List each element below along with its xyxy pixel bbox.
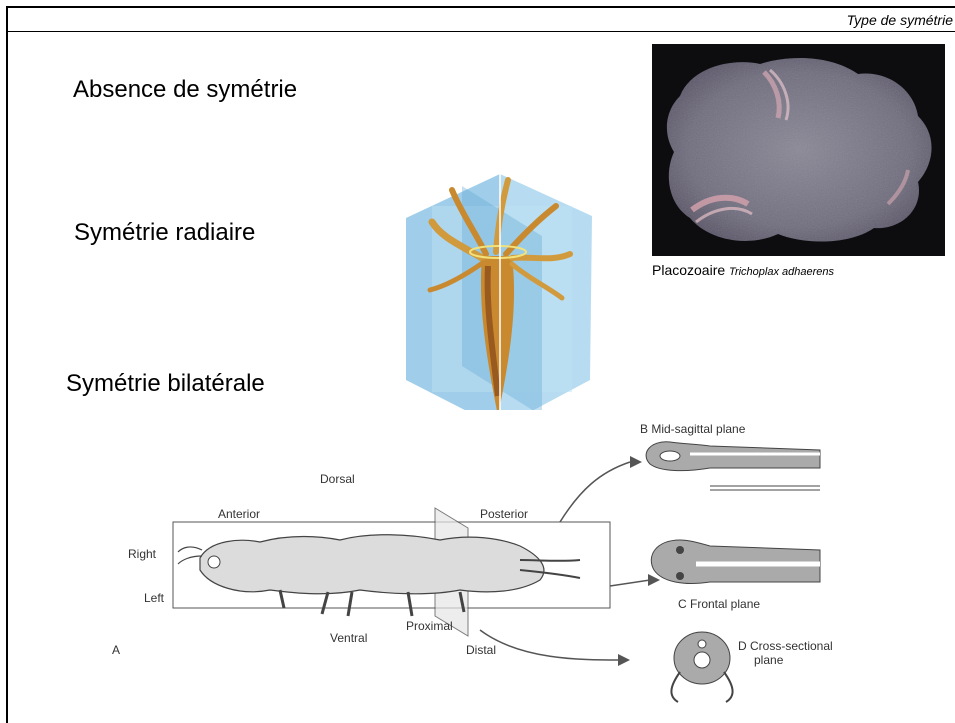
label-plane-d-line1: D Cross-sectional — [738, 639, 833, 653]
radial-symmetry-illustration — [402, 166, 594, 434]
label-right: Right — [128, 547, 157, 561]
label-panel-a: A — [112, 643, 120, 657]
label-anterior: Anterior — [218, 507, 260, 521]
label-plane-b: B Mid-sagittal plane — [640, 422, 746, 436]
header-rule — [8, 31, 955, 32]
label-plane-d-line2: plane — [754, 653, 784, 667]
heading-absence-symmetry: Absence de symétrie — [73, 76, 297, 104]
heading-radial-symmetry: Symétrie radiaire — [74, 219, 255, 247]
label-ventral: Ventral — [330, 631, 367, 645]
label-proximal: Proximal — [406, 619, 453, 633]
placozoa-caption-main: Placozoaire — [652, 262, 725, 278]
label-dorsal: Dorsal — [320, 472, 355, 486]
placozoa-photo — [652, 44, 945, 256]
placozoa-caption: Placozoaire Trichoplax adhaerens — [652, 262, 834, 278]
bilateral-planes-diagram: Dorsal Anterior Posterior Right Left Ven… — [90, 410, 910, 715]
larva-body — [200, 535, 544, 594]
label-posterior: Posterior — [480, 507, 528, 521]
heading-bilateral-symmetry: Symétrie bilatérale — [66, 370, 265, 398]
label-distal: Distal — [466, 643, 496, 657]
label-left: Left — [144, 591, 165, 605]
label-plane-c: C Frontal plane — [678, 597, 760, 611]
slide-header-title: Type de symétrie — [847, 12, 953, 28]
placozoa-caption-species: Trichoplax adhaerens — [729, 266, 834, 278]
